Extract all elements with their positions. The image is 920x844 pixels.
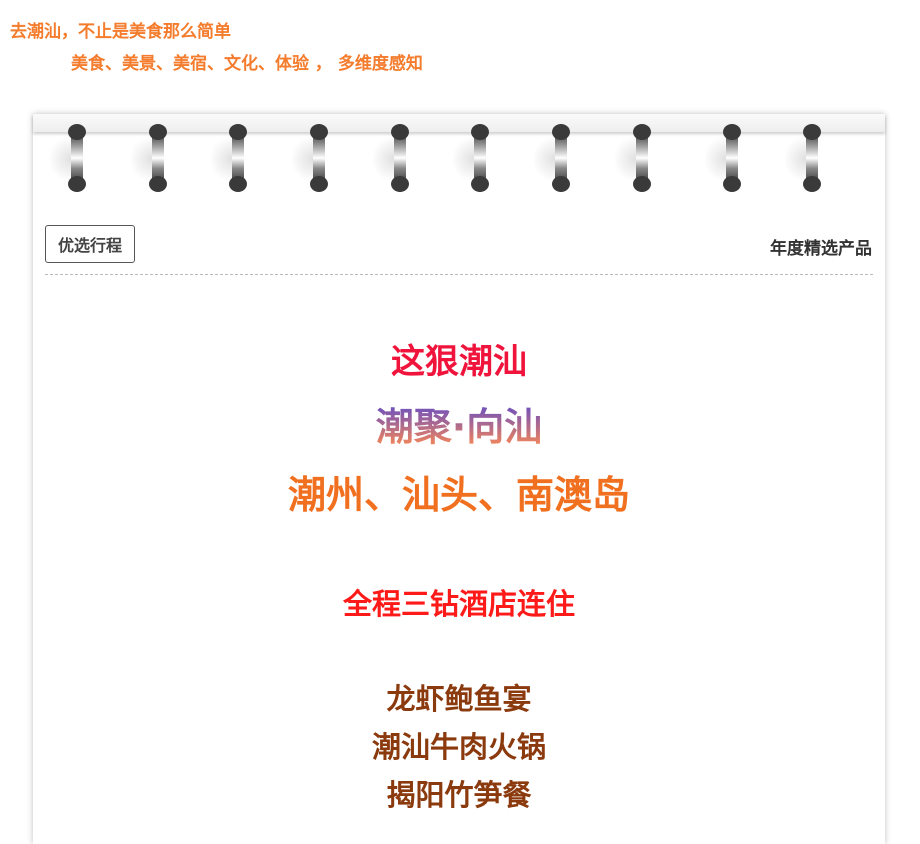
meal-item: 揭阳竹笋餐 <box>386 778 532 812</box>
hotel-info: 全程三钻酒店连住 <box>342 587 575 621</box>
headline: 这狠潮汕 <box>391 342 527 382</box>
binder-ring-icon <box>615 124 653 194</box>
binder-ring-icon <box>705 124 743 194</box>
page-title: 去潮汕，不止是美食那么简单 <box>10 22 231 42</box>
meal-item: 潮汕牛肉火锅 <box>371 730 546 764</box>
binder-ring-icon <box>131 124 169 194</box>
meal-item: 龙虾鲍鱼宴 <box>386 682 532 716</box>
brand-title: 潮聚·向汕 <box>375 405 543 449</box>
annual-picks-label: 年度精选产品 <box>770 239 872 259</box>
binder-ring-icon <box>453 124 491 194</box>
notebook-card: 优选行程 年度精选产品 这狠潮汕 潮聚·向汕 潮州、汕头、南澳岛 全程三钻酒店连… <box>33 114 885 844</box>
binder-ring-icon <box>292 124 330 194</box>
binder-ring-icon <box>534 124 572 194</box>
binder-ring-icon <box>785 124 823 194</box>
binder-ring-icon <box>211 124 249 194</box>
divider <box>45 274 873 275</box>
destinations: 潮州、汕头、南澳岛 <box>287 473 630 517</box>
featured-itinerary-tag[interactable]: 优选行程 <box>45 225 136 263</box>
page-subtitle: 美食、美景、美宿、文化、体验 ， 多维度感知 <box>71 54 423 74</box>
binder-ring-icon <box>50 124 88 194</box>
binder-ring-icon <box>373 124 411 194</box>
